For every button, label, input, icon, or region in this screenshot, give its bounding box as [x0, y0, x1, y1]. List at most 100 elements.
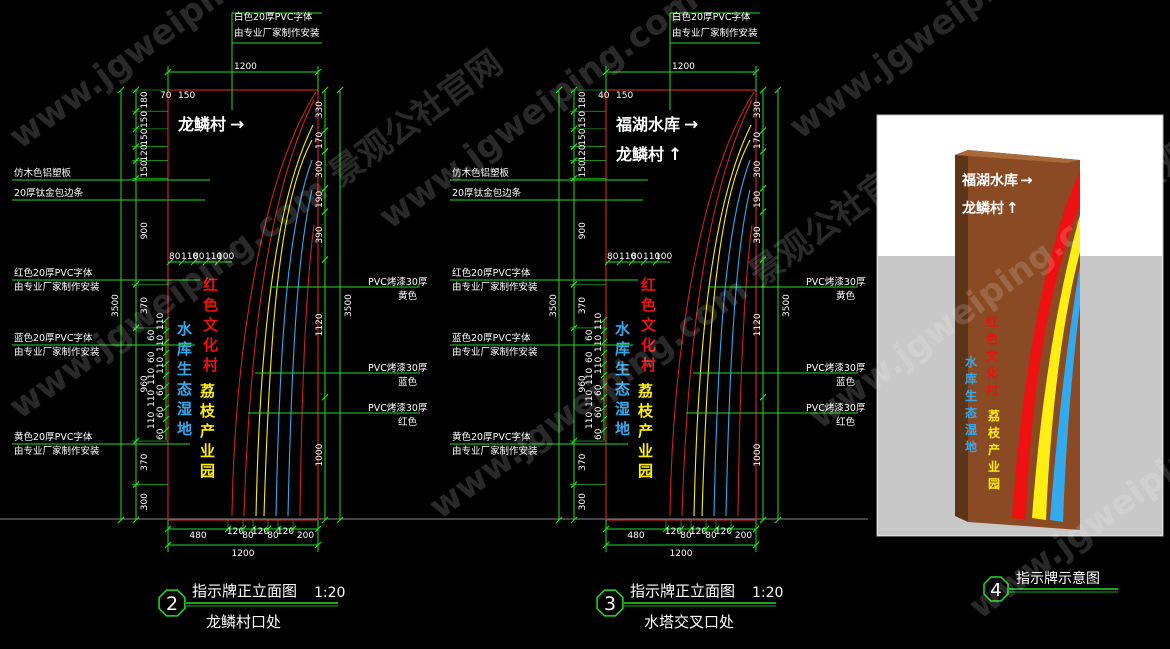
dimension-value: 120 — [715, 527, 732, 537]
dimension-tick — [570, 516, 578, 524]
dimension-total: 3500 — [549, 294, 559, 317]
dimension-value: 150 — [578, 111, 588, 128]
title-number-badge — [983, 576, 1009, 602]
yellow-vertical-char: 荔 — [200, 382, 215, 400]
dimension-value: 60 — [594, 406, 604, 418]
dimension-value: 110 — [643, 252, 660, 262]
dimension-value: 80 — [193, 252, 205, 262]
blue-vertical-char: 生 — [615, 360, 630, 378]
render-red-char: 化 — [986, 365, 998, 380]
yellow-vertical-char: 枝 — [638, 402, 654, 420]
dimension-value: 110 — [594, 357, 604, 374]
title-number: 4 — [990, 580, 1001, 601]
dimension-tick — [600, 371, 608, 379]
dimension-tick — [600, 393, 608, 401]
red-vertical-char: 色 — [203, 296, 218, 314]
dimension-tick — [314, 525, 322, 533]
dimension-tick — [600, 360, 608, 368]
dimension-tick — [321, 148, 329, 155]
dimension-value: 110 — [147, 368, 157, 385]
dimension-value: 60 — [147, 351, 157, 363]
dimension-tick — [759, 393, 767, 401]
dimension-value: 120 — [252, 527, 269, 537]
dimension-tick — [164, 541, 172, 549]
dimension-value: 110 — [156, 357, 166, 374]
dimension-value: 300 — [315, 160, 325, 177]
dimension-value: 80 — [169, 252, 181, 262]
dimension-value: 120 — [665, 527, 682, 537]
dimension-tick — [321, 86, 329, 94]
callout-text: 红色20厚PVC字体 — [452, 267, 531, 279]
drawing-title: 指示牌正立面图 — [192, 582, 297, 600]
dimension-value: 60 — [156, 384, 166, 396]
dimension-tick — [640, 258, 648, 266]
arc-stripe-5 — [725, 189, 751, 517]
dimension-tick — [759, 184, 767, 192]
dimension-value: 100 — [217, 252, 234, 262]
blue-vertical-char: 地 — [177, 420, 192, 438]
render-blue-char: 水 — [965, 354, 978, 369]
blue-stripe — [1050, 265, 1080, 522]
arc-stripe-4 — [693, 124, 752, 517]
direction-arrow-icon: → — [230, 115, 244, 135]
render-blue-char: 态 — [965, 405, 977, 420]
blue-vertical-char: 生 — [177, 360, 192, 378]
callout-text: 由专业厂家制作安装 — [14, 281, 100, 293]
dimension-tick — [202, 258, 210, 266]
callout-text: 由专业厂家制作安装 — [672, 27, 758, 39]
render-yellow-char: 业 — [988, 459, 1000, 474]
dimension-tick — [314, 541, 322, 549]
dimension-tick — [162, 371, 170, 379]
dimension-tick — [759, 148, 767, 155]
arc-stripe-1 — [263, 139, 313, 517]
callout-text: 红色 — [836, 416, 856, 428]
dimension-value: 900 — [578, 222, 588, 239]
dimension-value: 60 — [585, 329, 595, 341]
sign-top-face — [955, 150, 1080, 163]
callout-text: 由专业厂家制作安装 — [452, 281, 538, 293]
callout-text: 20厚钛金包边条 — [14, 187, 84, 199]
yellow-stripe — [1032, 215, 1080, 520]
drawing-subtitle: 水塔交叉口处 — [644, 613, 734, 631]
dimension-tick — [759, 86, 767, 94]
render-blue-char: 生 — [965, 388, 977, 403]
dimension-value: 120 — [578, 144, 588, 161]
dimension-value: 180 — [578, 91, 588, 108]
sign-destination: 龙鳞村 — [615, 145, 664, 164]
direction-arrow-icon: ↑ — [668, 145, 682, 165]
dimension-value: 1200 — [234, 62, 257, 72]
callout-text: PVC烤漆30厚 — [368, 402, 428, 414]
dimension-value: 370 — [578, 297, 588, 314]
dimension-value: 110 — [181, 252, 198, 262]
dimension-value: 120 — [227, 527, 244, 537]
dimension-tick — [600, 382, 608, 390]
yellow-vertical-char: 枝 — [200, 402, 216, 420]
dimension-value: 80 — [242, 531, 254, 541]
dimension-value: 300 — [140, 493, 150, 510]
callout-text: 白色20厚PVC字体 — [672, 11, 751, 23]
drawing-left: 龙鳞村→红色文化村水库生态湿地荔枝产业园白色20厚PVC字体由专业厂家制作安装1… — [12, 11, 428, 631]
render-red-char: 色 — [986, 331, 998, 346]
yellow-vertical-char: 产 — [200, 422, 215, 440]
yellow-vertical-char: 荔 — [638, 382, 653, 400]
dimension-total: 1200 — [670, 549, 693, 559]
callout-text: 由专业厂家制作安装 — [452, 346, 538, 358]
dimension-value: 300 — [753, 160, 763, 177]
callout-text: 蓝色 — [836, 376, 856, 388]
dimension-value: 390 — [753, 226, 763, 243]
dimension-tick — [759, 516, 767, 524]
blue-vertical-char: 态 — [615, 380, 630, 398]
red-vertical-char: 村 — [203, 356, 218, 374]
callout-text: PVC烤漆30厚 — [806, 276, 866, 288]
arc-stripe-6 — [299, 224, 315, 517]
dimension-value: 1000 — [315, 443, 325, 466]
direction-arrow-icon: → — [1020, 171, 1033, 189]
render-blue-char: 湿 — [965, 422, 977, 437]
dimension-value: 1000 — [753, 443, 763, 466]
dimension-value: 110 — [585, 390, 595, 407]
render-yellow-char: 荔 — [987, 408, 1000, 423]
dimension-tick — [759, 208, 767, 216]
dimension-value: 110 — [585, 368, 595, 385]
dimension-value: 1120 — [753, 313, 763, 336]
